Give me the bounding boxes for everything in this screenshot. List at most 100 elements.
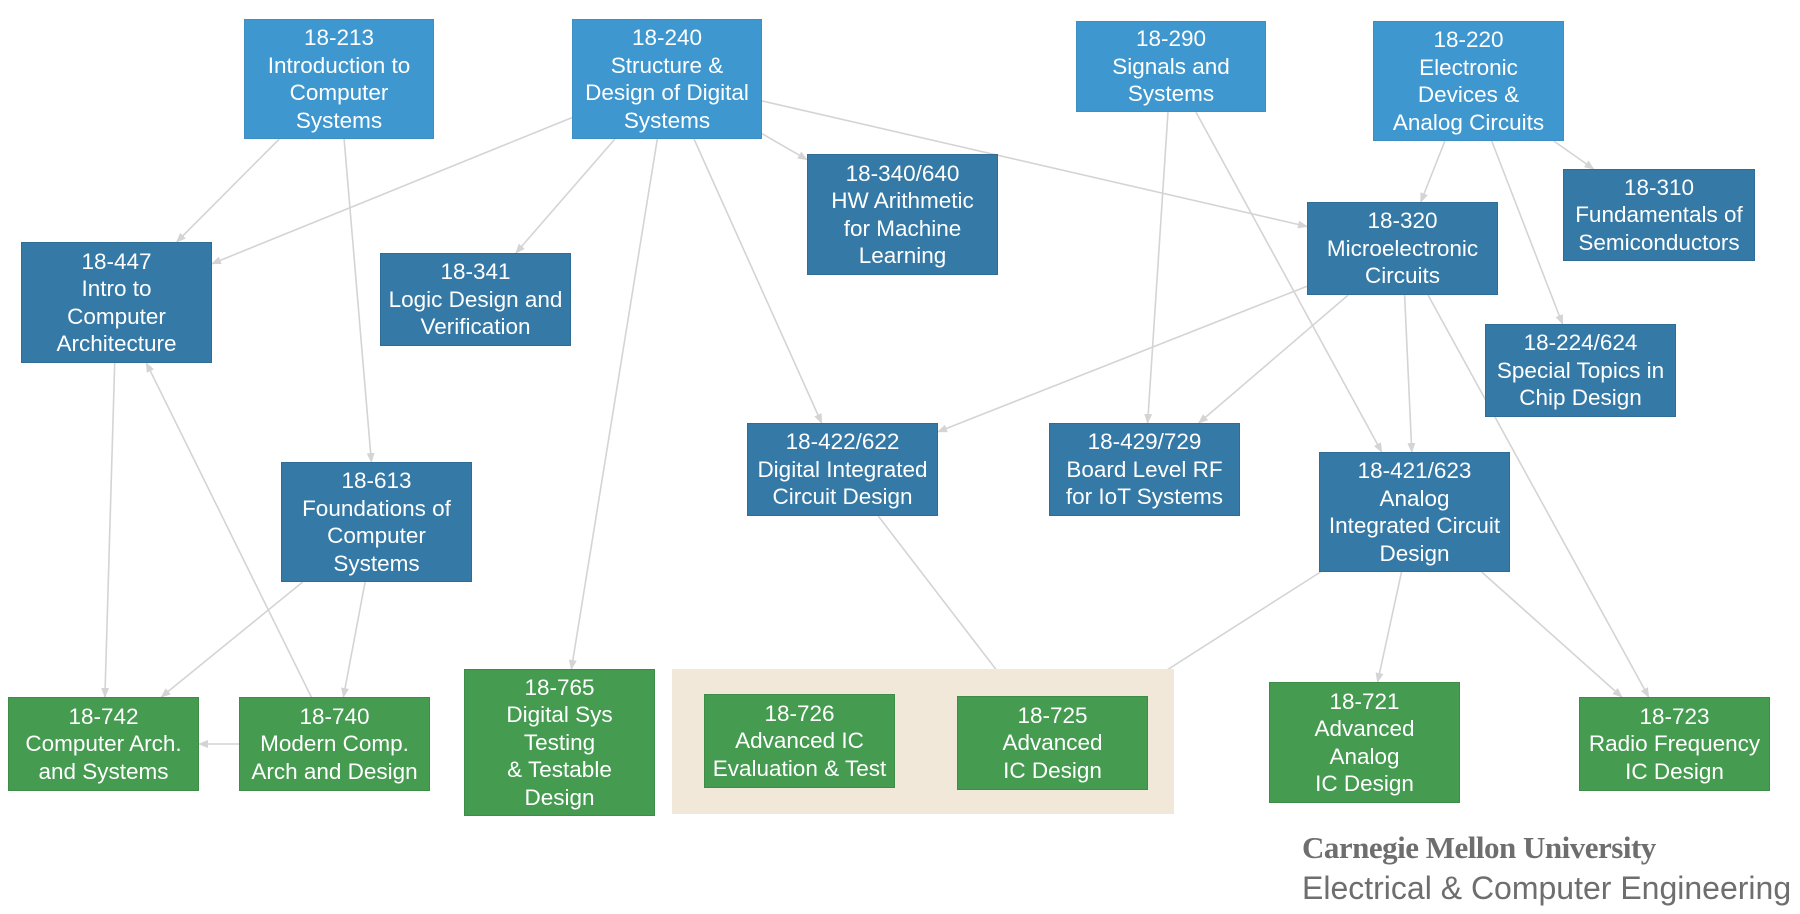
course-title-line: IC Design [1315,771,1414,796]
course-title-line: Introduction to [267,52,411,78]
prerequisite-arrow [1195,111,1383,453]
prerequisite-arrow [1375,571,1403,683]
course-number: 18-725 [1017,702,1088,728]
department-name: Electrical & Computer Engineering [1302,870,1792,906]
course-number: 18-740 [299,703,370,729]
prerequisite-arrow [761,100,1308,229]
course-title-line: Computer [67,303,166,329]
course-title-line: Testing [523,729,596,755]
course-title-line: IC Design [1625,758,1724,784]
course-title-line: Design of Digital [585,80,749,105]
course-title-line: Advanced [1002,730,1103,756]
course-number: 18-224/624 [1523,330,1638,356]
course-title-line: Computer Arch. [25,731,182,757]
university-wordmark: Carnegie Mellon University [1302,830,1656,865]
course-title-line: Devices & [1417,82,1520,107]
prerequisite-arrow [1420,140,1446,203]
prerequisite-arrow [1490,140,1564,325]
prerequisite-arrow [341,581,366,698]
course-title-line: Computer [289,80,389,105]
course-title-line: Radio Frequency [1588,731,1761,757]
course-number: 18-422/622 [785,429,900,455]
prerequisite-arrow [343,138,375,463]
course-number: 18-613 [341,468,412,493]
course-number: 18-421/623 [1357,458,1472,483]
course-number: 18-447 [81,248,152,274]
course-title-line: Electronic [1419,54,1518,80]
prerequisite-arrow [761,133,808,161]
course-title-line: Board Level RF [1066,456,1223,482]
course-title-line: Evaluation & Test [712,755,887,781]
course-title-line: Verification [420,314,531,340]
course-title-line: Modern Comp. [260,731,409,757]
course-number: 18-721 [1329,688,1400,714]
course-title-line: and Systems [38,758,169,784]
course-title-line: Fundamentals of [1575,202,1743,228]
course-title-line: for IoT Systems [1065,484,1224,510]
course-title-line: Learning [858,243,947,268]
course-title-line: Advanced [1314,716,1415,741]
course-number: 18-213 [303,25,375,50]
course-title-line: for Machine [843,215,962,241]
prerequisite-arrow [515,138,616,254]
course-title-line: Integrated Circuit [1328,513,1501,538]
prerequisite-arrow [160,581,304,698]
course-title-line: Circuit Design [772,484,913,510]
course-number: 18-726 [764,700,835,726]
course-title-line: Foundations of [302,495,451,521]
course-title-line: Systems [1127,81,1215,107]
prerequisite-arrow [937,285,1308,433]
prerequisite-arrow [1553,140,1595,170]
course-number: 18-340/640 [845,160,960,186]
course-title-line: Advanced IC [735,728,864,754]
prerequisite-arrow [1427,294,1650,698]
course-title-line: Chip Design [1519,385,1642,411]
course-number: 18-320 [1367,208,1438,234]
course-title-line: Architecture [56,331,177,356]
prerequisite-arrow [568,138,659,670]
course-number: 18-310 [1623,174,1695,200]
course-title-line: Microelectronic [1326,235,1479,261]
course-number: 18-240 [631,25,703,50]
course-number: 18-742 [68,703,139,729]
course-title-line: Computer [327,523,426,548]
course-title-line: Intro to [81,276,152,301]
prerequisite-arrow [877,515,1018,697]
course-title-line: Systems [333,550,420,576]
prerequisite-arrow [1198,294,1349,424]
course-title-line: Analog [1329,743,1400,769]
prerequisite-arrow [175,138,280,243]
course-title-line: Systems [623,107,711,133]
course-title-line: Semiconductors [1578,229,1740,255]
course-title-line: Systems [295,107,383,133]
course-number: 18-723 [1639,703,1710,729]
course-title-line: & Testable [507,757,612,783]
course-title-line: Circuits [1364,263,1440,289]
prerequisite-arrow [1481,571,1623,698]
prerequisite-arrow [211,116,573,265]
course-number: 18-429/729 [1087,429,1202,455]
course-title-line: Arch and Design [251,758,418,784]
